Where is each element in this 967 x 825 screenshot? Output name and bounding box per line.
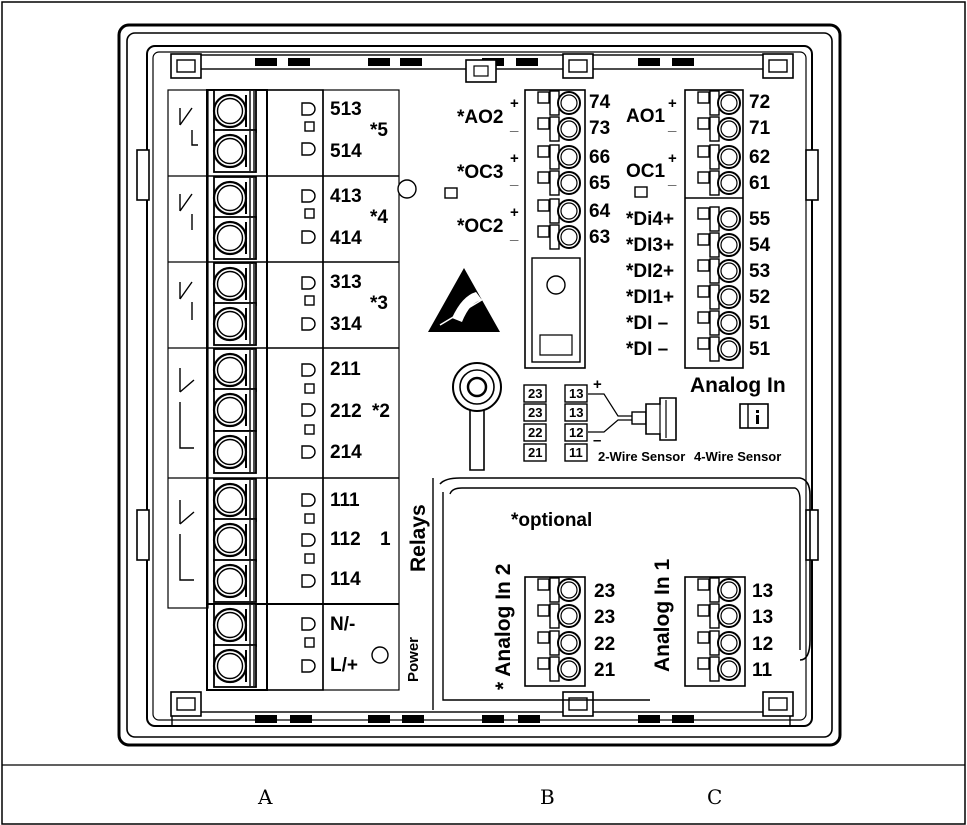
oc3-minus: _ [510, 171, 519, 188]
oc3-label: *OC3 [457, 162, 504, 183]
ao2-label: *AO2 [457, 107, 504, 128]
di3-label: *DI3+ [626, 235, 675, 256]
caption-a: A [258, 785, 273, 809]
ao1-minus: _ [668, 117, 677, 134]
sensor-left-23a: 23 [528, 386, 543, 401]
c-terminal-55: 55 [749, 209, 771, 230]
ao2-plus: + [510, 95, 519, 112]
c-terminal-51a: 51 [749, 313, 771, 334]
c-terminal-72: 72 [749, 92, 771, 113]
di-common-label-1: *DI – [626, 313, 669, 334]
optional-label: *optional [511, 510, 593, 531]
sensor-right-11: 11 [569, 445, 583, 460]
relay2-terminal-lower: 214 [330, 442, 362, 463]
b-terminal-65: 65 [589, 173, 611, 194]
c-terminal-52: 52 [749, 287, 771, 308]
relay3-terminal-lower: 314 [330, 314, 362, 335]
ai1-terminal-11: 11 [752, 660, 773, 681]
sensor-right-12: 12 [569, 425, 584, 440]
relay1-terminal-middle: 112 [330, 529, 361, 550]
sensor-right-13a: 13 [569, 386, 584, 401]
sensor-minus: – [593, 432, 602, 449]
ai2-terminal-23b: 23 [594, 607, 616, 628]
four-wire-sensor-label: 4-Wire Sensor [694, 449, 782, 464]
relay2-terminal-middle: 212 [330, 401, 362, 422]
oc2-label: *OC2 [457, 216, 504, 237]
di4-label: *Di4+ [626, 209, 675, 230]
sensor-plus: + [593, 376, 602, 393]
relay1-tag: 1 [380, 529, 391, 550]
ai1-terminal-13b: 13 [752, 607, 774, 628]
oc1-plus: + [668, 150, 677, 167]
b-terminal-73: 73 [589, 118, 611, 139]
ao1-plus: + [668, 95, 677, 112]
sensor-left-23b: 23 [528, 405, 543, 420]
esd-warning-icon [428, 268, 500, 332]
relays-title: Relays [407, 504, 430, 572]
c-terminal-71: 71 [749, 118, 771, 139]
b-terminal-63: 63 [589, 227, 611, 248]
sensor-right-13b: 13 [569, 405, 584, 420]
analog-in-1-title: Analog In 1 [651, 558, 674, 672]
relay5-terminal-upper: 513 [330, 99, 362, 120]
c-terminal-54: 54 [749, 235, 771, 256]
power-terminal-l: L/+ [330, 655, 358, 676]
caption-c: C [707, 785, 723, 809]
power-title: Power [405, 636, 422, 682]
sensor-left-22: 22 [528, 425, 543, 440]
ai2-terminal-21: 21 [594, 660, 616, 681]
two-wire-sensor-label: 2-Wire Sensor [598, 449, 686, 464]
di1-label: *DI1+ [626, 287, 675, 308]
b-terminal-66: 66 [589, 147, 611, 168]
di-common-label-2: *DI – [626, 339, 669, 360]
sensor-left-21: 21 [528, 445, 543, 460]
caption-b: B [540, 785, 555, 809]
b-terminal-64: 64 [589, 201, 611, 222]
ai1-terminal-13a: 13 [752, 581, 774, 602]
power-terminal-n: N/- [330, 614, 356, 635]
relay1-terminal-upper: 111 [330, 490, 360, 511]
relay2-terminal-upper: 211 [330, 359, 361, 380]
c-terminal-62: 62 [749, 147, 771, 168]
ai2-terminal-23a: 23 [594, 581, 616, 602]
c-terminal-61: 61 [749, 173, 771, 194]
relay1-terminal-lower: 114 [330, 569, 361, 590]
oc2-minus: _ [510, 226, 519, 243]
relay2-tag: *2 [372, 401, 390, 422]
oc3-plus: + [510, 150, 519, 167]
oc1-minus: _ [668, 171, 677, 188]
ao1-label: AO1 [626, 106, 666, 127]
relay3-tag: *3 [370, 293, 388, 314]
relay5-tag: *5 [370, 120, 388, 141]
ground-screw-icon [452, 362, 502, 471]
analog-in-2-title: * Analog In 2 [492, 563, 515, 690]
oc2-plus: + [510, 204, 519, 221]
relay4-tag: *4 [370, 207, 388, 228]
relay5-terminal-lower: 514 [330, 141, 362, 162]
b-terminal-74: 74 [589, 92, 611, 113]
c-terminal-51b: 51 [749, 339, 771, 360]
ai2-terminal-22: 22 [594, 634, 616, 655]
oc1-label: OC1 [626, 161, 666, 182]
relay3-terminal-upper: 313 [330, 272, 362, 293]
analog-in-title: Analog In [690, 374, 786, 397]
ai1-terminal-12: 12 [752, 634, 774, 655]
di2-label: *DI2+ [626, 261, 675, 282]
manual-book-icon [739, 403, 769, 429]
c-terminal-53: 53 [749, 261, 771, 282]
relay4-terminal-lower: 414 [330, 228, 362, 249]
relay4-terminal-upper: 413 [330, 186, 362, 207]
ao2-minus: _ [510, 117, 519, 134]
